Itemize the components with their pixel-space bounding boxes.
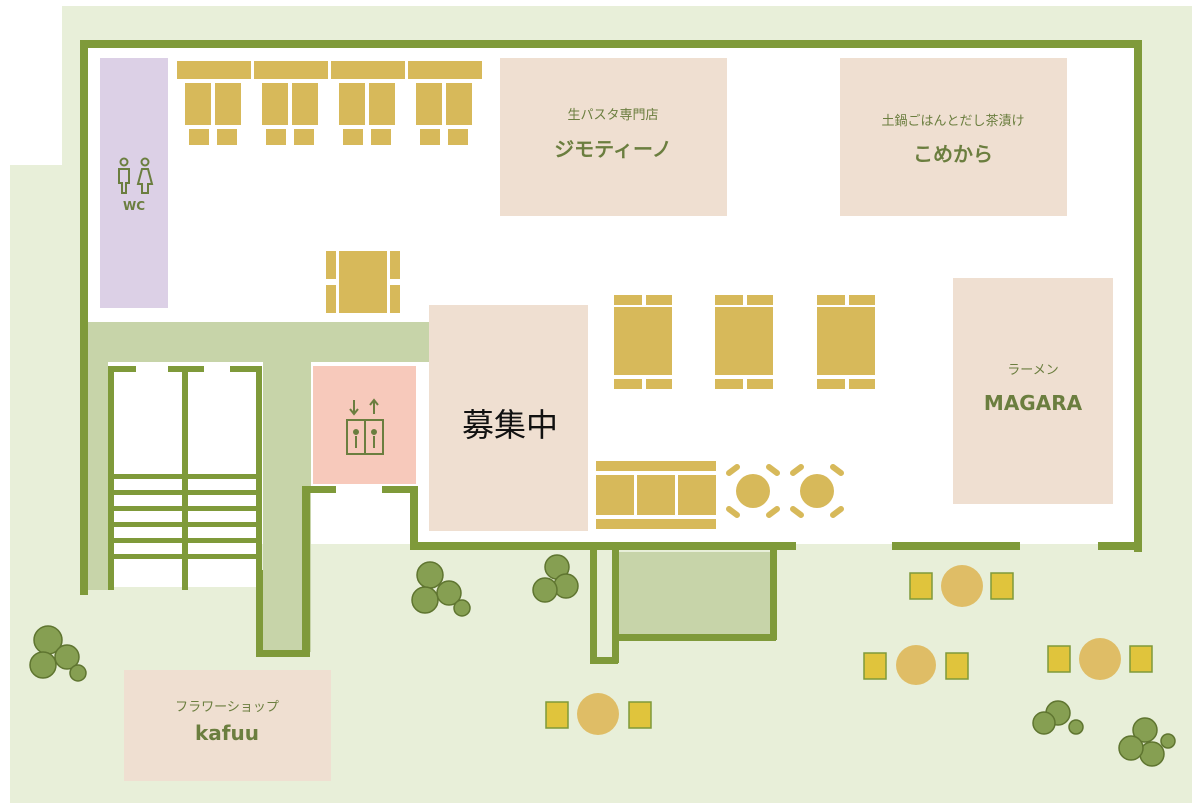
staircase bbox=[108, 366, 262, 590]
shop-magara-category: ラーメン bbox=[1007, 363, 1058, 378]
vacancy-label: 募集中 bbox=[462, 406, 558, 444]
tree-cluster-mid bbox=[532, 554, 579, 603]
shop-kafuu-name: kafuu bbox=[195, 721, 259, 745]
shop-kafuu[interactable]: フラワーショップ kafuu bbox=[124, 670, 331, 781]
tree-cluster-far-right bbox=[1118, 717, 1176, 767]
planter-box bbox=[614, 552, 774, 638]
shop-komekara-name: こめから bbox=[913, 142, 993, 166]
shop-komekara-category: 土鍋ごはんとだし茶漬け bbox=[881, 113, 1024, 129]
tree-cluster-left bbox=[29, 625, 87, 682]
shop-kafuu-category: フラワーショップ bbox=[175, 700, 279, 715]
restroom-label: WC bbox=[123, 199, 145, 213]
shop-jimotino-name: ジモティーノ bbox=[554, 137, 672, 161]
shop-magara[interactable]: ラーメン MAGARA bbox=[953, 278, 1113, 504]
seating-center bbox=[612, 293, 877, 391]
walkway-left bbox=[84, 322, 430, 362]
shop-magara-name: MAGARA bbox=[984, 391, 1083, 415]
seating-top bbox=[175, 59, 484, 147]
restroom-icon bbox=[118, 157, 154, 194]
seating-round bbox=[726, 464, 844, 518]
shop-jimotino-category: 生パスタ専門店 bbox=[567, 108, 658, 123]
tree-cluster-right bbox=[1032, 700, 1084, 735]
tree-cluster-mid-left bbox=[411, 561, 471, 617]
shop-vacancy[interactable]: 募集中 bbox=[429, 305, 588, 531]
outdoor-seating bbox=[545, 565, 1153, 735]
shop-komekara[interactable]: 土鍋ごはんとだし茶漬け こめから bbox=[840, 58, 1067, 216]
shop-jimotino[interactable]: 生パスタ専門店 ジモティーノ bbox=[500, 58, 727, 216]
trees bbox=[29, 554, 1176, 767]
restroom[interactable]: WC bbox=[100, 58, 168, 308]
seating-counter bbox=[594, 459, 718, 531]
elevator[interactable] bbox=[313, 366, 416, 484]
elevator-icon bbox=[346, 398, 384, 455]
seating-center-left bbox=[324, 249, 402, 315]
building-walls bbox=[80, 40, 1142, 664]
